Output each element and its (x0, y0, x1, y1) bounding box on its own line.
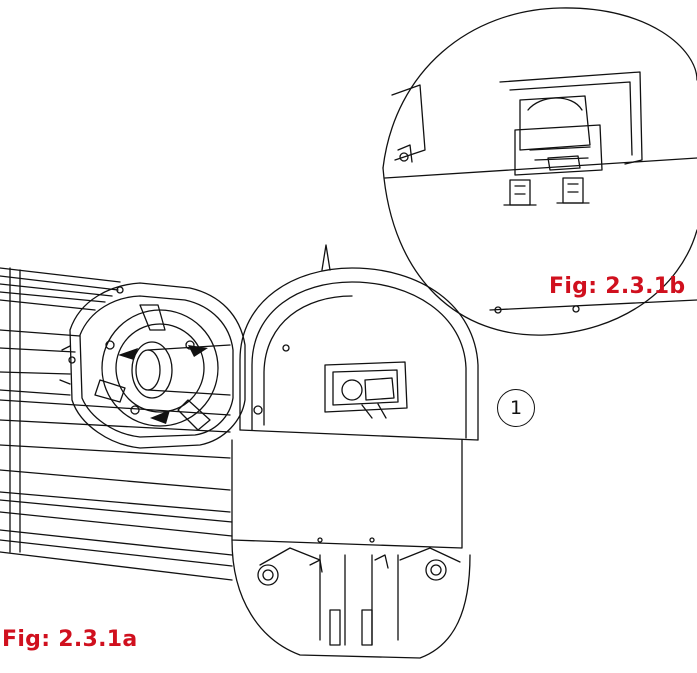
detail-circle (382, 7, 697, 336)
head-housing (239, 244, 479, 441)
main-figure-label: Fig: 2.3.1a (2, 627, 138, 652)
callout-number: 1 (509, 397, 523, 419)
callout-1: 1 (497, 389, 535, 427)
yoke-flange-plate (59, 282, 246, 449)
barrel-extrusion (0, 267, 233, 581)
detail-figure-label: Fig: 2.3.1b (549, 274, 686, 299)
base-body (231, 439, 471, 659)
alignment-arrows (118, 345, 208, 424)
